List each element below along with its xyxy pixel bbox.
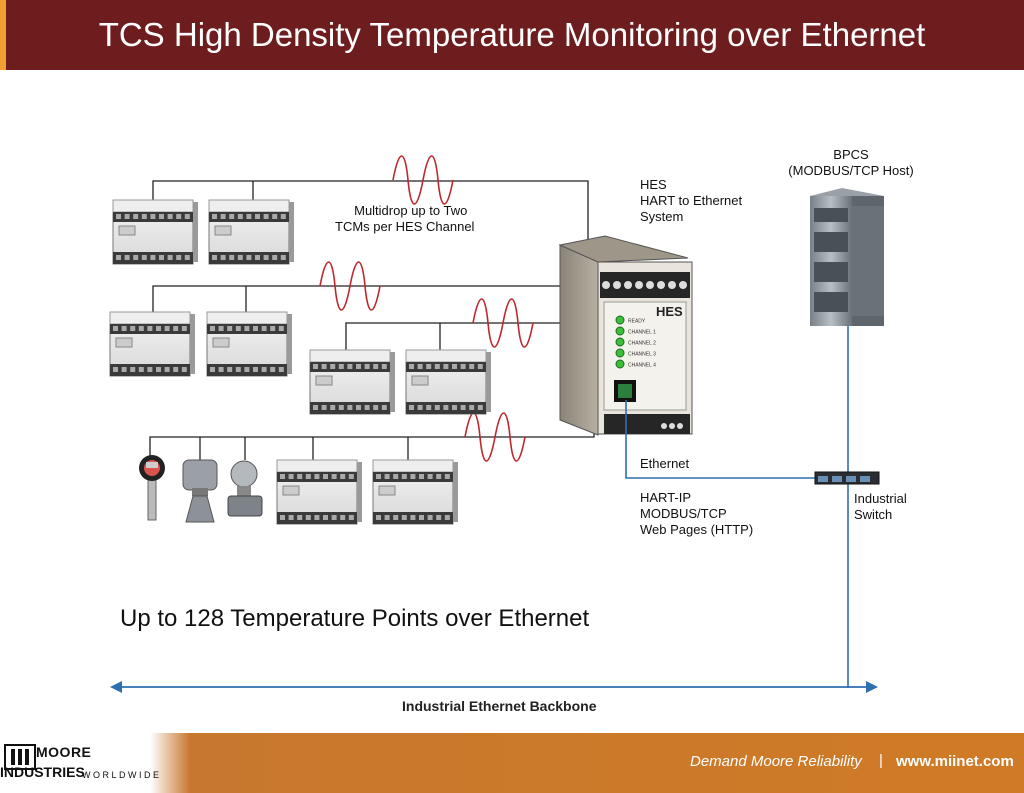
terminal-screw-icon — [679, 281, 687, 289]
bpcs-server-icon — [810, 188, 884, 326]
tcm-module — [206, 311, 292, 377]
bpcs-label: BPCS(MODBUS/TCP Host) — [788, 147, 914, 178]
tcm-module — [405, 349, 491, 415]
hart-signal-waves — [319, 155, 534, 462]
tcm-module — [309, 349, 395, 415]
pressure-transmitter-icon — [227, 460, 263, 517]
terminal-screw-icon — [635, 281, 643, 289]
tcm-module — [112, 199, 198, 265]
tcm-module — [276, 459, 362, 525]
terminal-screw-icon — [646, 281, 654, 289]
led-indicator-icon — [615, 348, 625, 358]
led-label: CHANNEL 3 — [628, 352, 656, 358]
industrial-switch-icon — [814, 471, 880, 485]
terminal-screw-icon — [668, 281, 676, 289]
tcm-module — [208, 199, 294, 265]
led-indicator-icon — [615, 315, 625, 325]
terminal-screw-icon — [613, 281, 621, 289]
led-label: CHANNEL 1 — [628, 330, 656, 336]
led-label: READY — [628, 319, 646, 325]
title-bar — [0, 0, 1024, 70]
radar-level-transmitter-icon — [182, 459, 218, 523]
footer-separator: | — [879, 752, 883, 769]
tcm-module — [372, 459, 458, 525]
temperature-transmitter-icon — [139, 455, 165, 521]
tcm-module — [109, 311, 195, 377]
headline: Up to 128 Temperature Points over Ethern… — [120, 605, 590, 632]
backbone-label: Industrial Ethernet Backbone — [402, 698, 597, 714]
logo-text-worldwide: WORLDWIDE — [82, 770, 162, 780]
tcm-modules — [109, 199, 491, 525]
footer-url[interactable]: www.miinet.com — [896, 753, 1014, 770]
page-title: TCS High Density Temperature Monitoring … — [98, 16, 926, 53]
logo-text-moore: MOORE — [36, 744, 92, 760]
led-label: CHANNEL 4 — [628, 363, 656, 369]
led-indicator-icon — [615, 326, 625, 336]
title-accent — [0, 0, 6, 70]
ethernet-backbone-arrow — [110, 681, 878, 693]
hes-brand: HES — [656, 304, 683, 319]
hes-device: HES READY CHANNEL 1 CHANNEL 2 CHANNEL 3 CHAN… — [558, 235, 693, 436]
terminal-screw-icon — [657, 281, 665, 289]
footer — [0, 733, 1024, 793]
led-label: CHANNEL 2 — [628, 341, 656, 347]
moore-logo-icon — [4, 744, 36, 770]
led-indicator-icon — [615, 359, 625, 369]
footer-tagline: Demand Moore Reliability — [690, 753, 862, 770]
led-indicator-icon — [615, 337, 625, 347]
terminal-screw-icon — [602, 281, 610, 289]
terminal-screw-icon — [624, 281, 632, 289]
ethernet-label: Ethernet — [640, 456, 690, 471]
network-diagram: HES READY CHANNEL 1 CHANNEL 2 CHANNEL 3 CHAN… — [109, 155, 884, 693]
logo-text-industries: INDUSTRIES — [0, 764, 85, 780]
